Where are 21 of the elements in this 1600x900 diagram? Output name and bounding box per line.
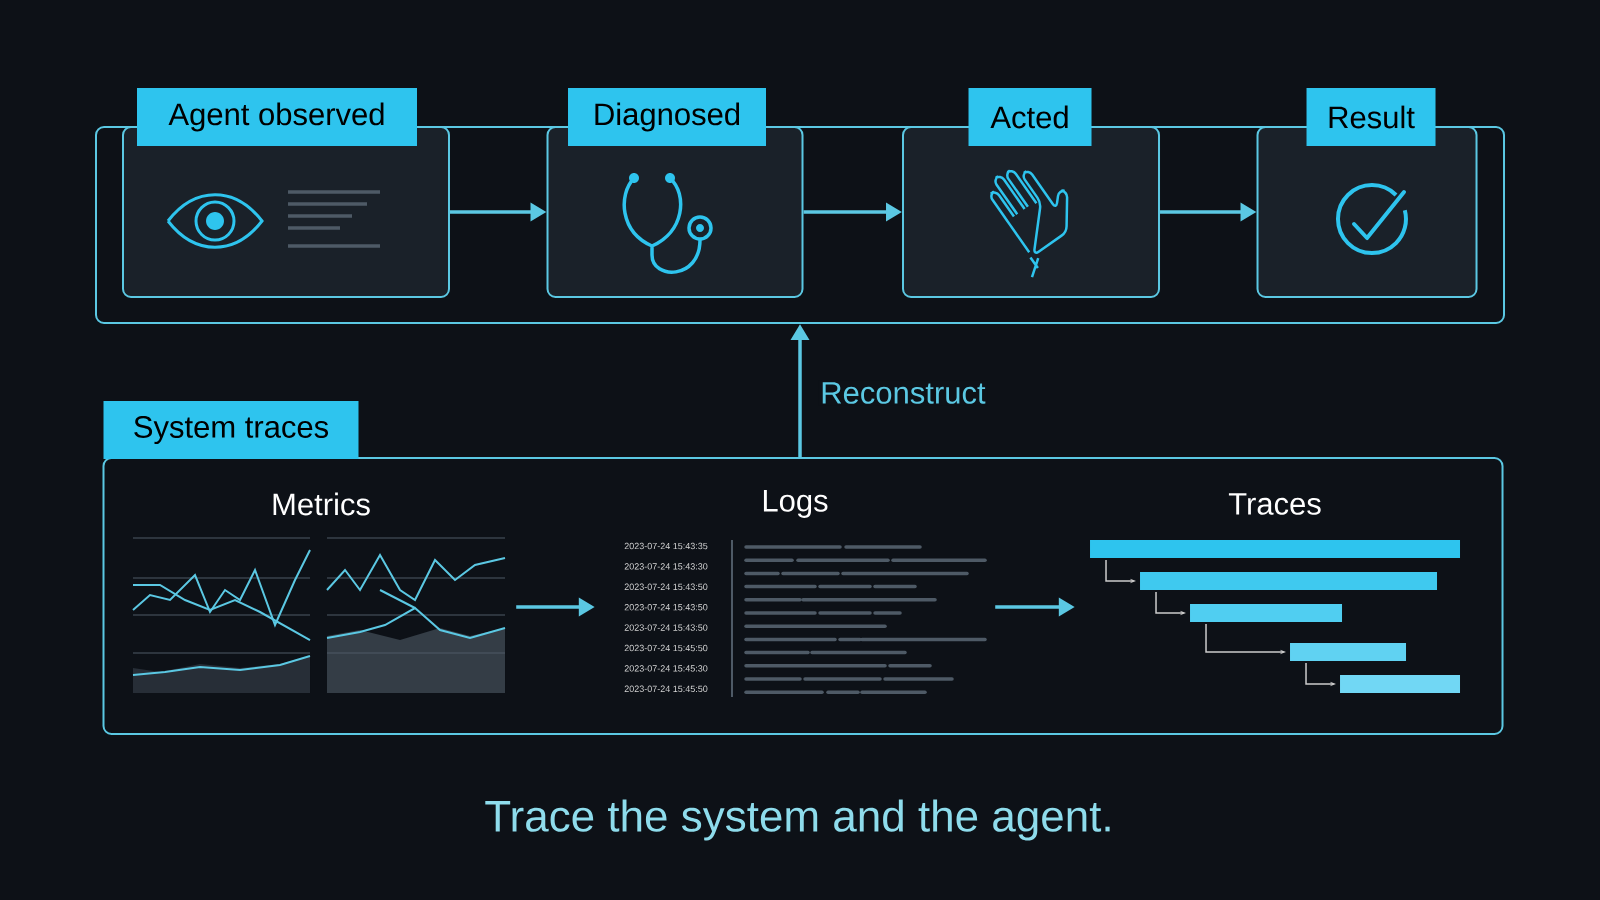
timestamp: 2023-07-24 15:45:30 xyxy=(624,665,708,672)
timestamp: 2023-07-24 15:45:50 xyxy=(624,644,708,652)
timestamp: 2023-07-24 15:43:50 xyxy=(624,583,708,590)
section-heading: Logs xyxy=(763,490,828,518)
timestamp: 2023-07-24 15:45:50 xyxy=(624,685,708,692)
section-heading: Traces xyxy=(1228,493,1321,515)
node-label: Agent observed xyxy=(168,102,384,132)
step-card: Agent observed xyxy=(122,88,450,298)
timestamp: 2023-07-24 15:43:50 xyxy=(624,604,708,611)
node-label: Result xyxy=(1329,105,1415,129)
node-label: Diagnosed xyxy=(595,102,740,132)
node-label: System traces xyxy=(134,415,329,445)
step-card: Diagnosed xyxy=(546,88,804,298)
timestamp: 2023-07-24 15:43:35 xyxy=(624,542,708,550)
node-label: Acted xyxy=(990,105,1068,129)
caption: Trace the system and the agent. xyxy=(485,799,1110,841)
step-card: Acted xyxy=(902,88,1160,298)
timestamp: 2023-07-24 15:43:50 xyxy=(624,624,708,631)
section-heading: Metrics xyxy=(273,492,370,516)
timestamp: 2023-07-24 15:43:30 xyxy=(624,563,708,570)
step-card: Result xyxy=(1256,88,1478,298)
